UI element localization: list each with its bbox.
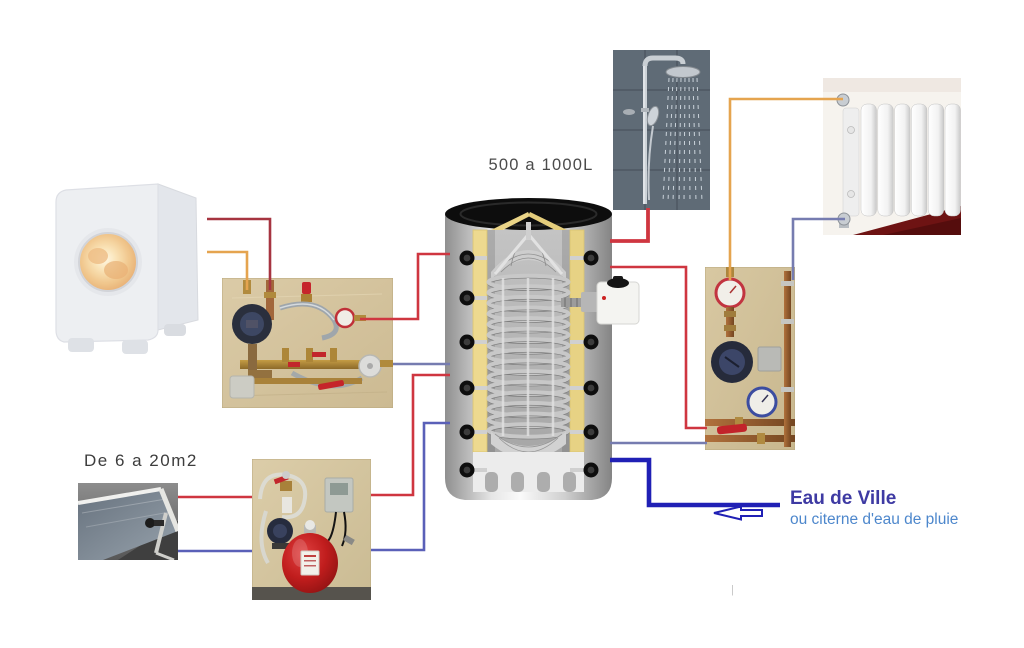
water-source-title: Eau de Ville [790,488,897,509]
copper-pipe [705,435,795,442]
radiator-sections [860,103,961,217]
stove-foot [122,340,148,354]
radiator-valve-top [836,93,850,107]
fire-window [78,232,138,292]
collector-area-label: De 6 a 20m2 [84,451,198,470]
collector-frame [78,487,162,505]
buffer-tank-image [441,186,641,516]
return-inlet-fitting [243,280,251,294]
shower-head [665,66,701,78]
radiator-pump-panel-image [705,267,795,450]
faint-artifact-mark: | [731,584,734,596]
shower-pole [643,64,647,204]
electric-heater [596,281,640,325]
water-spray [662,77,703,203]
stove-foot [68,338,94,352]
radiator-valve-bottom [837,212,851,226]
collector-glass [78,489,178,560]
tank-ports-left [459,250,487,478]
pipe-tank-solar-return [371,421,450,552]
hand-shower [646,105,660,127]
boiler-pump-station-image [222,278,393,408]
ball-valve-lever [716,423,748,435]
junction-box [229,375,255,399]
shower-arm [642,55,686,67]
stove-body [55,183,199,354]
thermometer-gauge [334,307,356,329]
water-flow-arrow [713,505,763,521]
solar-pump-station-image [252,459,371,600]
flow-inlet-pipe [266,280,274,320]
solar-collector-image [78,483,178,560]
tank-capacity-label: 500 a 1000L [488,156,594,174]
flex-tube [258,472,308,520]
vessel-label [300,550,320,576]
water-source-subtitle: ou citerne d'eau de pluie [790,511,959,528]
brass-manifold [240,360,380,369]
collector-connector [145,518,155,528]
shower-image [613,50,710,210]
radiator-end-panel [842,107,860,217]
wood-boiler-image [46,172,206,357]
copper-pipe [705,419,795,426]
ball-valve-lever [317,380,345,390]
red-valve-handle [312,352,326,357]
copper-riser [784,271,791,447]
controller-display [330,483,348,495]
safety-valve [302,282,311,294]
heater-knob [607,278,629,288]
shower-hose [647,125,654,201]
radiator-image [823,78,961,235]
tank-ports-right [570,250,599,478]
pump-control-box [757,346,782,372]
support-strut [154,512,168,554]
